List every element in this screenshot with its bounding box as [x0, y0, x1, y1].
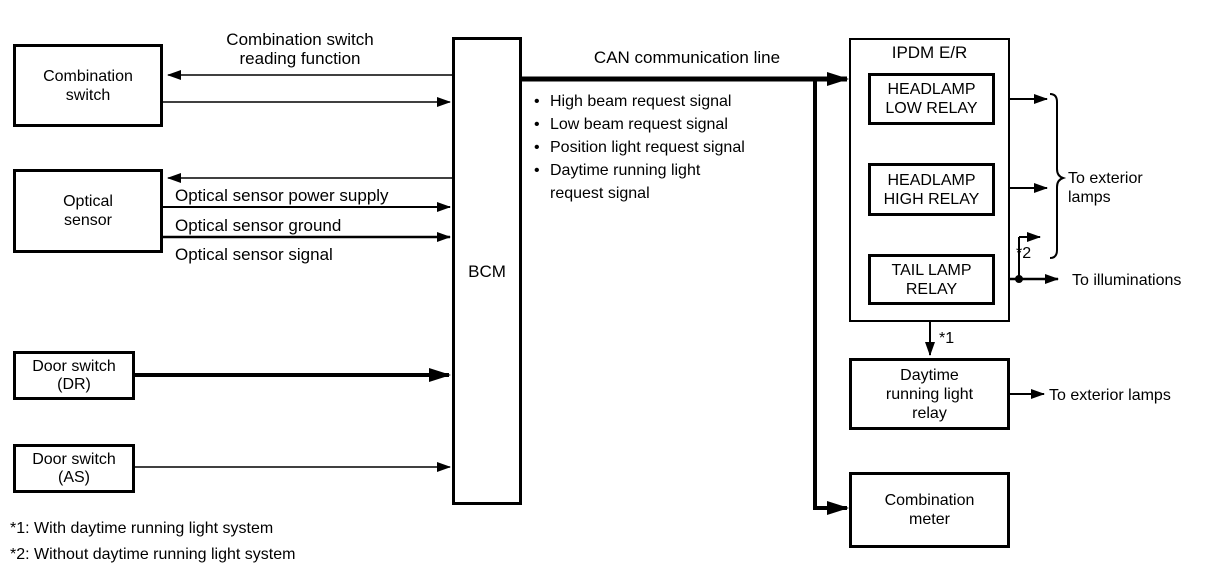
- node-combination-meter: Combination meter: [849, 472, 1010, 548]
- label-to-illuminations: To illuminations: [1072, 272, 1182, 289]
- can-signal-item: Position light request signal: [533, 136, 818, 159]
- can-signal-list: High beam request signal Low beam reques…: [533, 90, 818, 205]
- node-door-switch-dr: Door switch (DR): [13, 351, 135, 400]
- label-to-exterior-lamps: To exterior lamps: [1049, 387, 1171, 404]
- ipdm-er-title: IPDM E/R: [891, 43, 968, 62]
- note-ref-1: *1: [939, 330, 955, 347]
- label-optical-sensor-power-supply: Optical sensor power supply: [175, 186, 389, 205]
- footnote-1: *1: With daytime running light system: [10, 520, 274, 537]
- node-headlamp-low-relay: HEADLAMP LOW RELAY: [868, 73, 995, 125]
- node-bcm: BCM: [452, 37, 522, 505]
- can-signal-item: Daytime running light request signal: [533, 159, 818, 205]
- node-door-switch-as: Door switch (AS): [13, 444, 135, 493]
- label-combination-switch-reading: Combination switch reading function: [226, 30, 374, 68]
- node-optical-sensor: Optical sensor: [13, 169, 163, 253]
- node-tail-lamp-relay: TAIL LAMP RELAY: [868, 254, 995, 305]
- node-combination-switch: Combination switch: [13, 44, 163, 127]
- label-optical-sensor-signal: Optical sensor signal: [175, 245, 333, 264]
- node-daytime-running-light-relay: Daytime running light relay: [849, 358, 1010, 430]
- label-to-exterior-lamps-group: To exterior lamps: [1068, 170, 1143, 206]
- label-can-communication-line: CAN communication line: [593, 48, 781, 67]
- note-ref-2: *2: [1016, 245, 1032, 262]
- exterior-lamps-brace: [1049, 93, 1067, 259]
- junction-dot: [1015, 275, 1023, 283]
- node-headlamp-high-relay: HEADLAMP HIGH RELAY: [868, 163, 995, 216]
- can-signal-item: Low beam request signal: [533, 113, 818, 136]
- node-ipdm-er: IPDM E/R HEADLAMP LOW RELAY HEADLAMP HIG…: [849, 38, 1010, 322]
- footnote-2: *2: Without daytime running light system: [10, 546, 296, 563]
- label-optical-sensor-ground: Optical sensor ground: [175, 216, 342, 235]
- can-signal-item: High beam request signal: [533, 90, 818, 113]
